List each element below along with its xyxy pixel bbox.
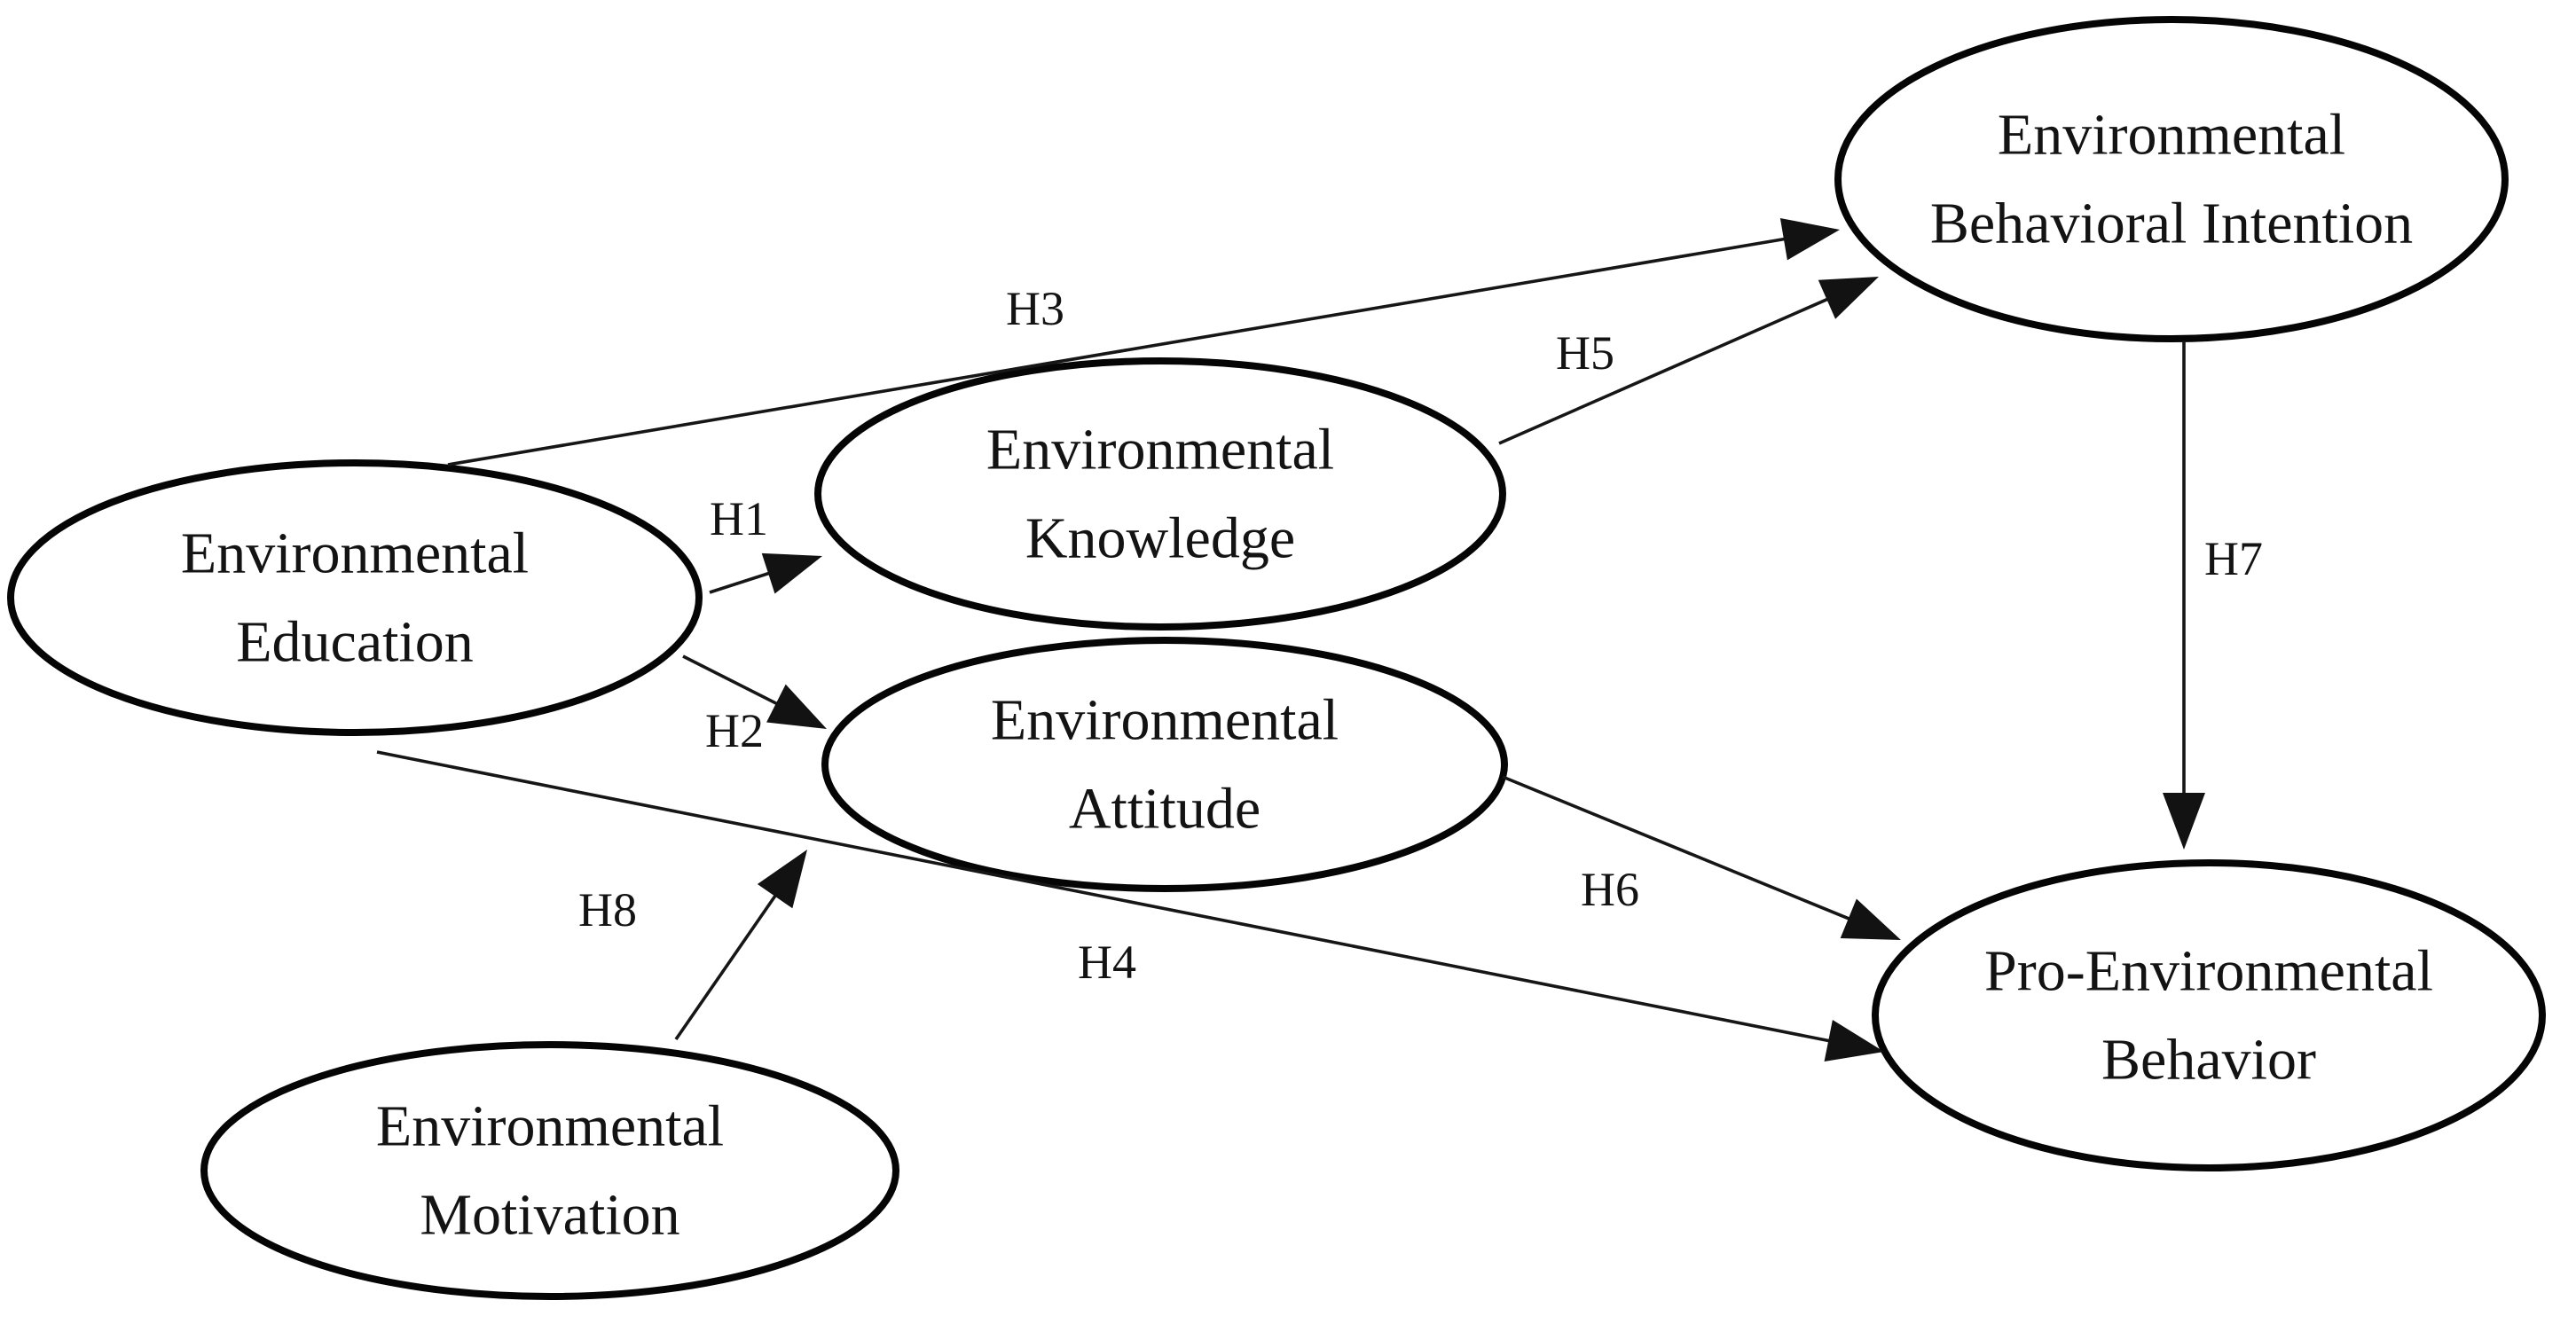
edge-H5-line [1498,288,1849,445]
node-pro-environmental-behavior-label-line: Behavior [2101,1028,2316,1093]
edge-H6: H6 [1502,775,1901,940]
edge-H2-arrowhead-icon [766,684,827,729]
edge-H3: H3 [447,217,1840,466]
node-environmental-behavioral-intention-ellipse [1834,16,2509,342]
node-environmental-education-ellipse [7,459,703,736]
edge-H1-arrowhead-icon [761,552,822,594]
edge-H7-arrowhead-icon [2163,793,2205,850]
edge-H4-arrowhead-icon [1824,1019,1884,1062]
edge-H7: H7 [2163,341,2263,850]
edge-H6-label: H6 [1581,863,1639,916]
edge-H8-label: H8 [578,883,637,936]
node-environmental-motivation-label-line: Motivation [420,1183,679,1248]
edge-H3-arrowhead-icon [1779,217,1840,261]
edge-H3-label: H3 [1006,282,1064,335]
node-environmental-education-label-line: Environmental [181,521,529,586]
node-pro-environmental-behavior-ellipse [1872,859,2546,1171]
edge-H5-arrowhead-icon [1818,277,1879,319]
node-environmental-knowledge-ellipse [814,357,1506,631]
edge-H2-label: H2 [705,704,764,757]
edge-H4-line [376,750,1851,1047]
node-environmental-behavioral-intention-label-line: Behavioral Intention [1930,192,2413,256]
edge-H5: H5 [1498,277,1879,445]
node-environmental-attitude-label-line: Attitude [1069,777,1261,842]
node-pro-environmental-behavior-label-line: Pro-Environmental [1984,939,2433,1004]
node-environmental-behavioral-intention-label-line: Environmental [1998,103,2345,168]
edge-H2: H2 [682,654,827,757]
edge-H8: H8 [578,850,807,1041]
edge-H1: H1 [709,492,822,594]
edge-H8-arrowhead-icon [757,850,807,909]
node-environmental-attitude-ellipse [821,637,1508,892]
edge-H6-line [1502,775,1871,929]
edge-H5-label: H5 [1556,326,1614,380]
edge-H1-label: H1 [710,492,768,545]
node-environmental-knowledge-label-line: Environmental [986,418,1334,482]
node-environmental-motivation-label-line: Environmental [376,1094,724,1159]
edge-H3-line [447,233,1807,466]
edge-H4: H4 [376,750,1884,1062]
edge-H8-line [674,876,789,1041]
node-environmental-attitude-label-line: Environmental [991,688,1339,753]
node-environmental-education-label-line: Education [236,610,474,675]
edge-H6-arrowhead-icon [1840,898,1901,940]
node-environmental-knowledge-label-line: Knowledge [1025,506,1295,571]
edge-H7-label: H7 [2204,532,2263,585]
edge-H4-label: H4 [1078,936,1136,989]
node-environmental-motivation-ellipse [200,1041,899,1300]
